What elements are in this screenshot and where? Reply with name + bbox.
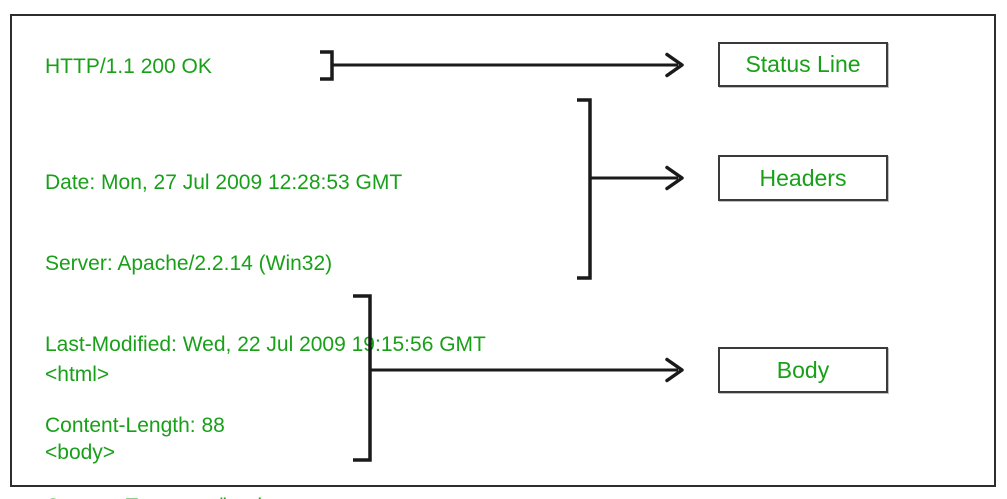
body-label: Body xyxy=(776,356,830,383)
headers-block: Date: Mon, 27 Jul 2009 12:28:53 GMT Serv… xyxy=(45,115,486,499)
status-line-label: Status Line xyxy=(745,51,861,77)
header-line: Date: Mon, 27 Jul 2009 12:28:53 GMT xyxy=(45,171,403,194)
headers-label: Headers xyxy=(759,164,847,191)
header-line: Content-Length: 88 xyxy=(45,414,225,437)
body-line: <body> xyxy=(45,441,116,464)
status-line-text: HTTP/1.1 200 OK xyxy=(45,55,212,78)
header-line: Content-Type: text/html xyxy=(45,493,486,499)
body-line: <html> xyxy=(45,363,110,386)
header-line: Last-Modified: Wed, 22 Jul 2009 19:15:56… xyxy=(45,333,486,356)
body-label-box: Body xyxy=(718,347,888,393)
outer-border xyxy=(10,14,996,487)
status-line-label-box: Status Line xyxy=(718,42,888,87)
header-line: Server: Apache/2.2.14 (Win32) xyxy=(45,252,333,275)
headers-label-box: Headers xyxy=(718,155,888,201)
body-block: <html> <body> <h1>Hello, World!</h1> </b… xyxy=(45,310,266,499)
